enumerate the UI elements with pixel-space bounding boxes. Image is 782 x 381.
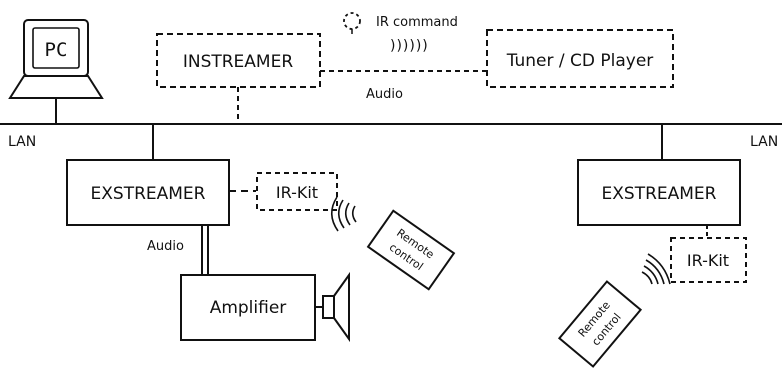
instreamer-box bbox=[156, 33, 321, 88]
tuner-label: Tuner / CD Player bbox=[506, 51, 654, 71]
remote-left-body bbox=[366, 209, 456, 291]
pc-label: PC bbox=[45, 39, 68, 61]
instreamer-label: INSTREAMER bbox=[183, 52, 293, 72]
remote-right-waves-icon bbox=[641, 253, 671, 285]
exstreamer-right-box bbox=[577, 159, 741, 226]
exstreamer-left-label: EXSTREAMER bbox=[91, 184, 206, 204]
pc-laptop: PC bbox=[8, 19, 104, 124]
tuner-box bbox=[486, 29, 674, 88]
amplifier-label: Amplifier bbox=[210, 298, 287, 318]
exstreamer-right-label: EXSTREAMER bbox=[602, 184, 717, 204]
audio-label-top: Audio bbox=[366, 87, 403, 102]
irkit-left-box bbox=[256, 172, 338, 211]
lan-label-left: LAN bbox=[8, 134, 36, 150]
remote-left-waves-icon bbox=[330, 196, 357, 232]
audio-label-left: Audio bbox=[147, 239, 184, 254]
remote-right-body bbox=[557, 280, 643, 368]
pc-screen bbox=[32, 27, 80, 69]
remote-control-right: Remote control bbox=[557, 280, 643, 368]
ir-receiver-icon bbox=[343, 12, 361, 30]
remote-control-left: Remote control bbox=[366, 209, 456, 291]
ir-waves-icon: )))))) bbox=[390, 38, 429, 54]
irkit-right-label: IR-Kit bbox=[687, 251, 729, 270]
pc-keyboard bbox=[8, 75, 104, 99]
speaker-icon bbox=[322, 271, 350, 343]
irkit-left-label: IR-Kit bbox=[276, 183, 318, 202]
ir-command-label: IR command bbox=[376, 15, 458, 30]
irkit-right-box bbox=[670, 237, 747, 283]
lan-label-right: LAN bbox=[750, 134, 778, 150]
exstreamer-left-box bbox=[66, 159, 230, 226]
